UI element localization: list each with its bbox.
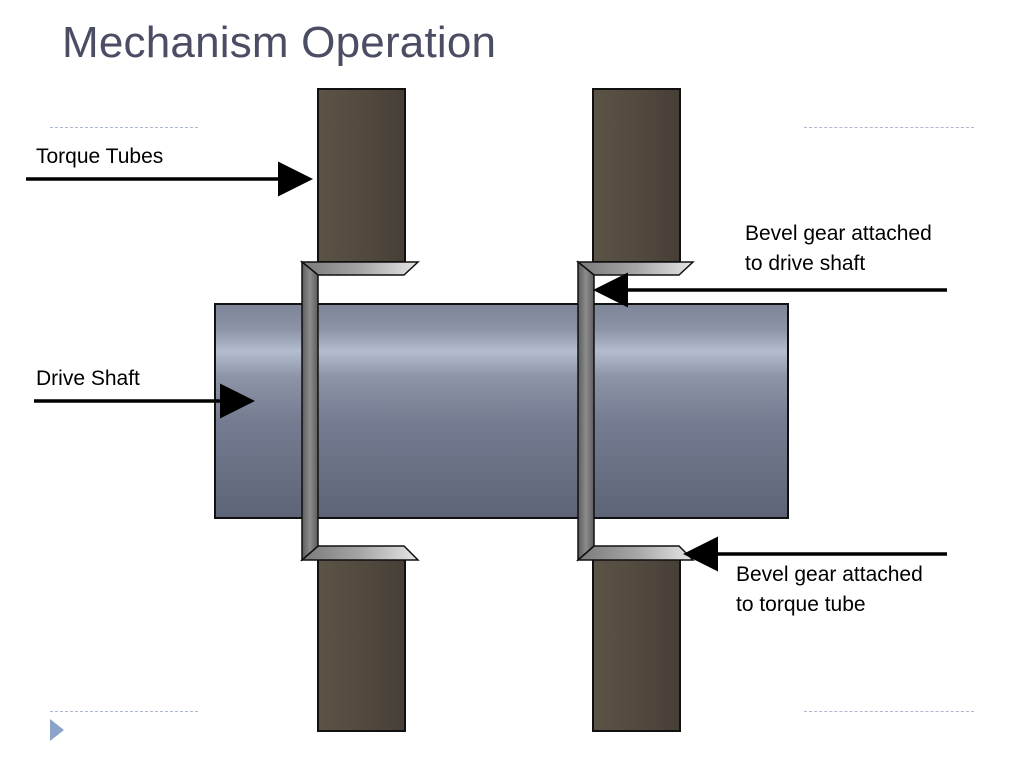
play-triangle-icon[interactable]: [50, 719, 64, 741]
label-bevel-torque-line2: to torque tube: [736, 593, 866, 616]
label-drive-shaft-text: Drive Shaft: [36, 367, 140, 390]
bevel-gear-right-bottom: [576, 545, 695, 561]
label-bevel-drive-line1: Bevel gear attached: [745, 222, 932, 245]
bevel-gear-left-bottom: [300, 545, 420, 561]
label-bevel-gear-drive-shaft: Bevel gear attached to drive shaft: [745, 219, 932, 279]
slide-title: Mechanism Operation: [62, 18, 497, 67]
torque-tube-right-bottom: [592, 557, 681, 732]
bevel-gear-left-top: [299, 261, 420, 276]
divider-bottom-left: [50, 711, 198, 712]
label-bevel-drive-line2: to drive shaft: [745, 252, 866, 275]
divider-top-right: [804, 127, 974, 128]
bevel-gear-right-top: [575, 261, 695, 276]
torque-tube-left-top: [317, 88, 406, 263]
divider-top-left: [50, 127, 198, 128]
label-torque-tubes: Torque Tubes: [36, 142, 163, 172]
drive-shaft: [214, 303, 789, 519]
label-bevel-gear-torque-tube: Bevel gear attached to torque tube: [736, 560, 923, 620]
torque-tube-left-bottom: [317, 557, 406, 732]
gear-ring-right: [577, 260, 595, 562]
label-bevel-torque-line1: Bevel gear attached: [736, 563, 923, 586]
torque-tube-right-top: [592, 88, 681, 263]
label-torque-tubes-text: Torque Tubes: [36, 145, 164, 168]
label-drive-shaft: Drive Shaft: [36, 364, 140, 394]
gear-ring-left: [301, 260, 319, 562]
divider-bottom-right: [804, 711, 974, 712]
